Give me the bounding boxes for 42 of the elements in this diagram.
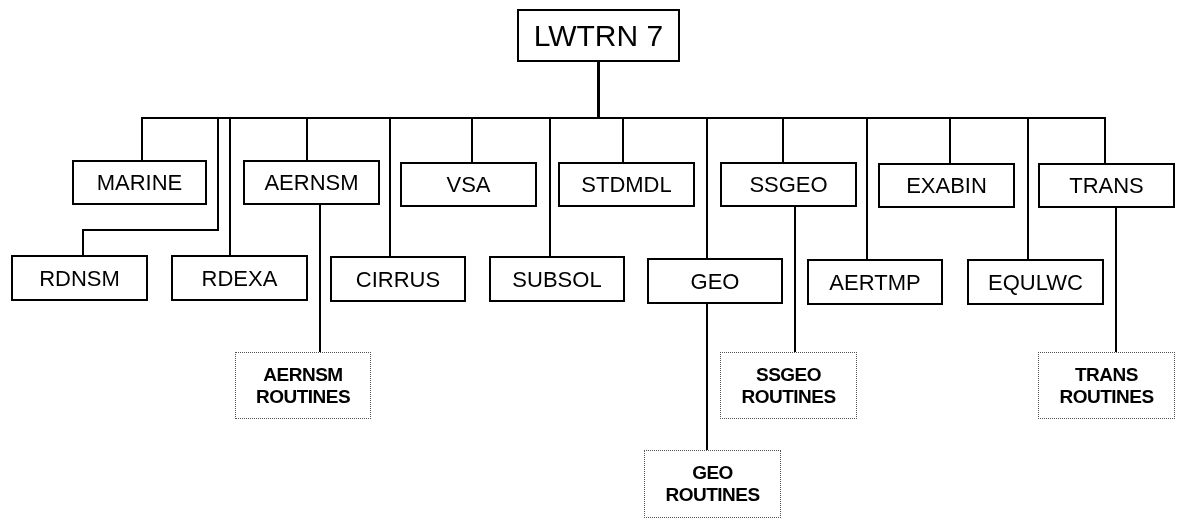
routines-box xyxy=(720,352,857,419)
box-label: EXABIN xyxy=(906,172,987,200)
box-label: GEO xyxy=(690,267,740,296)
box-label: MARINE xyxy=(96,169,183,197)
module-box xyxy=(647,258,783,304)
box-label: RDNSM xyxy=(39,264,120,293)
connector-line xyxy=(794,206,796,353)
box-label: RDEXA xyxy=(201,264,278,293)
module-box xyxy=(11,255,148,301)
box-label: TRANS xyxy=(1069,172,1144,200)
module-box xyxy=(967,259,1104,305)
module-box xyxy=(243,160,380,205)
box-label: AERNSM xyxy=(264,169,359,197)
box-label: AERTMP xyxy=(829,268,921,297)
box-label: STDMDL xyxy=(581,171,672,199)
box-label: VSA xyxy=(446,171,491,199)
connector-line xyxy=(706,303,708,451)
box-label: SSGEO xyxy=(749,171,828,199)
module-box xyxy=(517,9,680,62)
box-label: TRANS ROUTINES xyxy=(1058,363,1155,408)
module-box xyxy=(489,256,625,302)
module-box xyxy=(72,160,207,205)
module-box xyxy=(558,162,695,207)
box-label: EQULWC xyxy=(988,268,1083,297)
module-box xyxy=(878,163,1015,208)
box-label: CIRRUS xyxy=(355,265,441,294)
box-label: GEO ROUTINES xyxy=(664,462,761,506)
box-label: SUBSOL xyxy=(512,265,602,294)
module-box xyxy=(720,162,857,207)
module-box xyxy=(1038,163,1175,208)
routines-box xyxy=(1038,352,1175,419)
module-box xyxy=(330,256,466,302)
routines-box xyxy=(235,352,371,419)
module-box xyxy=(171,255,308,301)
box-label: AERNSM ROUTINES xyxy=(254,363,352,408)
module-box xyxy=(807,259,943,305)
connector-line xyxy=(319,204,321,353)
routines-box xyxy=(644,450,781,518)
box-label: LWTRN 7 xyxy=(533,18,664,54)
box-label: SSGEO ROUTINES xyxy=(740,363,837,408)
connector-line xyxy=(1115,207,1117,353)
module-box xyxy=(400,162,537,207)
